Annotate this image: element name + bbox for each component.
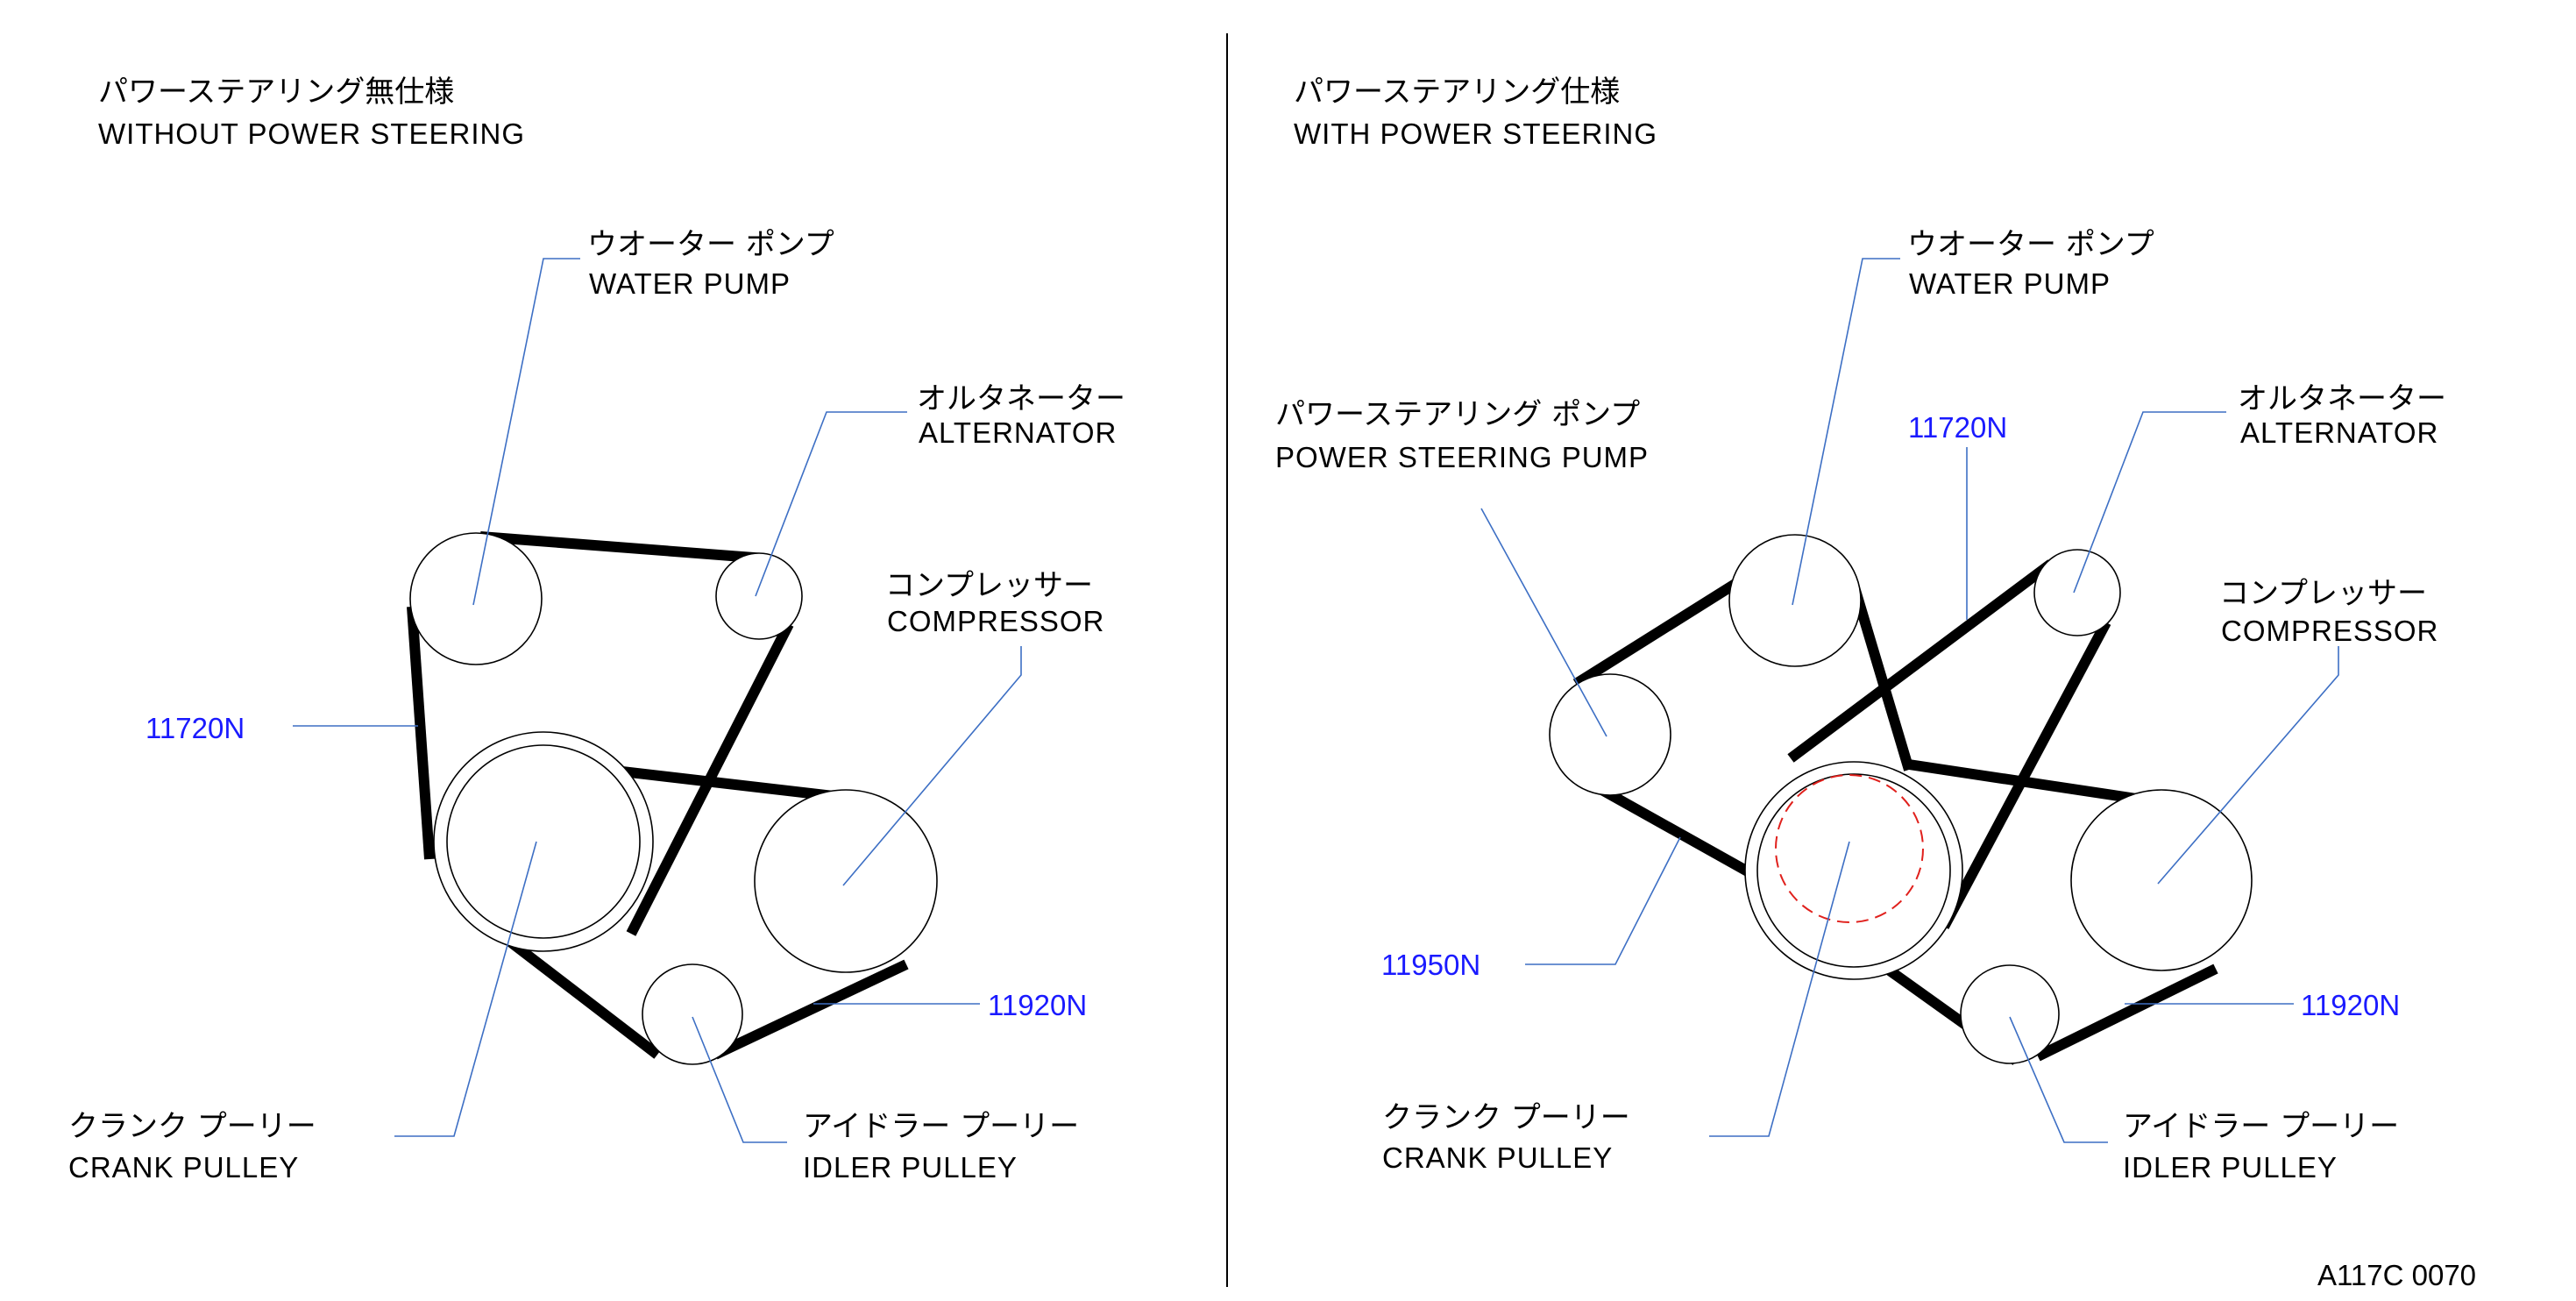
- right-ps-pump-label-en: POWER STEERING PUMP: [1275, 441, 1649, 473]
- right-belt-segment: [1582, 775, 1778, 892]
- right-tension-c-leader: [1525, 836, 1681, 965]
- right-compressor-leader: [2157, 646, 2339, 885]
- right-idler-label-en: IDLER PULLEY: [2123, 1151, 2338, 1184]
- left-title-en: WITHOUT POWER STEERING: [98, 117, 525, 150]
- left-water-pump-label-jp: ウオーター ポンプ: [587, 227, 834, 262]
- right-belt-segment: [2035, 963, 2218, 1062]
- left-crank-label-en: CRANK PULLEY: [68, 1151, 299, 1184]
- right-ps-pump-leader: [1480, 508, 1607, 737]
- right-water-pump-label-en: WATER PUMP: [1909, 267, 2111, 300]
- right-tension-a-value: 11720N: [1908, 411, 2007, 444]
- left-belt-segment: [626, 622, 794, 936]
- right-crank-pulley-inner: [1756, 773, 1951, 968]
- left-belt-segment: [479, 531, 766, 564]
- right-water-pump-label-jp: ウオーター ポンプ: [1907, 227, 2154, 262]
- right-crank-label-en: CRANK PULLEY: [1382, 1141, 1613, 1174]
- right-water-pump-leader: [1792, 258, 1900, 606]
- left-alternator-leader: [755, 411, 907, 597]
- left-compressor-label-en: COMPRESSOR: [887, 605, 1104, 637]
- left-idler-label-jp: アイドラー プーリー: [803, 1109, 1079, 1144]
- right-idler-pulley: [1960, 964, 2060, 1064]
- left-title-jp: パワーステアリング無仕様: [98, 75, 454, 110]
- left-compressor-label-jp: コンプレッサー: [885, 568, 1093, 603]
- left-alternator-label-en: ALTERNATOR: [919, 416, 1117, 449]
- right-crank-hub-dashed: [1775, 774, 1924, 923]
- right-belt-segment: [1939, 620, 2111, 929]
- right-compressor-label-jp: コンプレッサー: [2219, 576, 2427, 611]
- right-compressor-label-en: COMPRESSOR: [2221, 615, 2438, 647]
- left-crank-label-jp: クランク プーリー: [68, 1109, 316, 1144]
- right-alternator-pulley: [2033, 549, 2121, 636]
- right-tension-c-value: 11950N: [1381, 949, 1480, 981]
- right-alternator-leader: [2073, 411, 2226, 594]
- right-idler-leader: [2009, 1016, 2108, 1143]
- right-ps-pump-label-jp: パワーステアリング ポンプ: [1275, 397, 1640, 432]
- right-water-pump-pulley: [1728, 534, 1862, 667]
- left-compressor-pulley: [754, 789, 938, 973]
- right-title-jp: パワーステアリング仕様: [1294, 75, 1620, 110]
- left-tension-a-value: 11720N: [145, 712, 245, 744]
- left-crank-leader: [394, 841, 537, 1137]
- left-idler-leader: [692, 1016, 787, 1143]
- left-panel: パワーステアリング無仕様 WITHOUT POWER STEERING: [68, 75, 1125, 1184]
- left-water-pump-label-en: WATER PUMP: [589, 267, 791, 300]
- right-panel: パワーステアリング仕様 WITH POWER STEERING: [1275, 75, 2446, 1184]
- right-title-en: WITH POWER STEERING: [1294, 117, 1657, 150]
- left-belt-segment: [407, 606, 435, 860]
- left-belt-segment: [713, 959, 909, 1060]
- right-leaders: [1480, 258, 2339, 1143]
- right-crank-leader: [1709, 841, 1850, 1137]
- left-leaders: [293, 258, 1022, 1143]
- right-idler-label-jp: アイドラー プーリー: [2123, 1109, 2399, 1144]
- right-tension-b-value: 11920N: [2301, 989, 2400, 1021]
- left-water-pump-leader: [472, 258, 580, 606]
- right-crank-label-jp: クランク プーリー: [1382, 1100, 1630, 1135]
- left-idler-pulley: [642, 963, 743, 1065]
- left-alternator-label-jp: オルタネーター: [917, 381, 1125, 416]
- left-compressor-leader: [842, 646, 1022, 886]
- figure-code: A117C 0070: [2317, 1259, 2476, 1291]
- left-crank-pulley-inner: [446, 744, 641, 939]
- left-alternator-pulley: [715, 552, 803, 640]
- right-belt-segment: [1847, 577, 1914, 771]
- left-water-pump-pulley: [409, 532, 543, 665]
- right-alternator-label-en: ALTERNATOR: [2240, 416, 2438, 449]
- left-idler-label-en: IDLER PULLEY: [803, 1151, 1018, 1184]
- right-alternator-label-jp: オルタネーター: [2238, 381, 2446, 416]
- right-ps-pump-pulley: [1549, 673, 1671, 796]
- right-belt-segment: [1787, 559, 2054, 763]
- left-tension-b-value: 11920N: [988, 989, 1087, 1021]
